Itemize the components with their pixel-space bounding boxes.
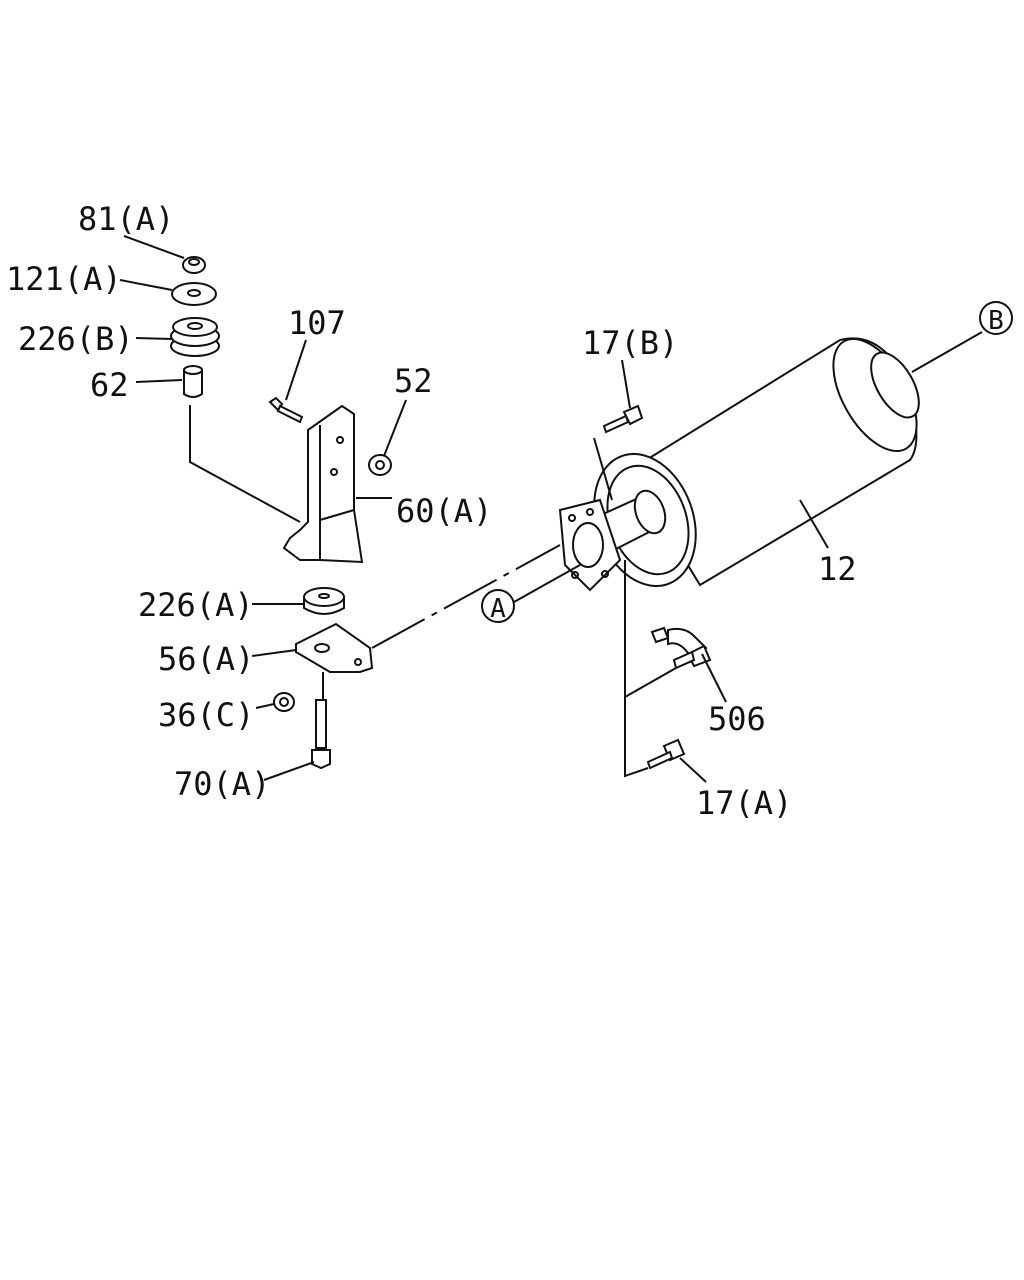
collar-62 [183, 365, 203, 398]
label-506: 506 [708, 700, 766, 738]
label-226a: 226(A) [138, 586, 254, 624]
bracket-56a [295, 622, 374, 673]
label-121a: 121(A) [6, 260, 122, 298]
bolt-107 [268, 396, 304, 424]
label-60a: 60(A) [396, 492, 492, 530]
clamp-506 [650, 626, 712, 670]
label-36c: 36(C) [158, 696, 254, 734]
label-107: 107 [288, 304, 346, 342]
assembly-lines [189, 331, 983, 778]
reference-a-label: A [490, 594, 506, 624]
label-17a: 17(A) [696, 784, 792, 822]
nut-81a [182, 256, 206, 274]
nut-36c [273, 692, 295, 712]
label-70a: 70(A) [174, 765, 270, 803]
bolt-17b [602, 404, 644, 434]
label-56a: 56(A) [158, 640, 254, 678]
reference-b-callout: B [979, 301, 1013, 336]
washer-121a [171, 282, 217, 306]
label-62: 62 [90, 366, 129, 404]
bolt-17a [646, 738, 686, 770]
label-12: 12 [818, 550, 857, 588]
bracket-60a [282, 404, 364, 564]
reference-a-callout: A [481, 589, 515, 624]
cushion-226b [170, 317, 220, 357]
label-226b: 226(B) [18, 320, 134, 358]
reference-b-label: B [988, 306, 1004, 336]
label-81a: 81(A) [78, 200, 174, 238]
cushion-226a [303, 587, 345, 615]
nut-52 [368, 454, 392, 476]
bolt-70a [311, 699, 331, 770]
muffler [588, 337, 920, 587]
label-52: 52 [394, 362, 433, 400]
label-17b: 17(B) [582, 324, 678, 362]
leader-lines [119, 235, 829, 783]
